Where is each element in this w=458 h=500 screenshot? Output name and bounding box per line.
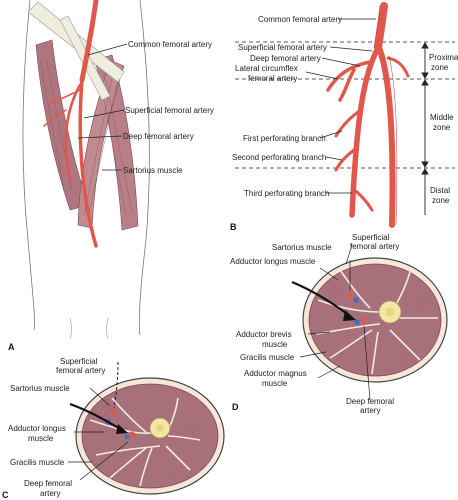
common-femoral-artery-b bbox=[374, 2, 388, 52]
access-path-c bbox=[113, 361, 119, 409]
label-sartorius-a: Sartorius muscle bbox=[123, 166, 183, 175]
panel-d: Superficial femoral artery Sartorius mus… bbox=[230, 233, 448, 415]
label-adductor-magnus-d-2: muscle bbox=[262, 379, 288, 388]
deep-femoral-vein-d bbox=[354, 319, 360, 325]
deep-femoral-artery-d bbox=[361, 317, 367, 323]
label-adductor-brevis-d-1: Adductor brevis bbox=[236, 330, 292, 339]
muscle-compartment-c bbox=[81, 383, 219, 489]
femur-marrow-d bbox=[385, 307, 395, 317]
fascial-septa-d bbox=[315, 269, 438, 375]
arterial-tree-b bbox=[326, 2, 410, 228]
label-deep-d-1: Deep femoral bbox=[346, 397, 394, 406]
label-adductor-longus-d: Adductor longus muscle bbox=[230, 257, 316, 266]
second-perforating-b bbox=[334, 148, 356, 172]
label-deep-c-2: artery bbox=[40, 489, 60, 498]
zone-arrows bbox=[421, 42, 429, 215]
label-adductor-longus-c-2: muscle bbox=[28, 434, 54, 443]
label-superficial-d-1: Superficial bbox=[352, 233, 390, 242]
label-deep-c-1: Deep femoral bbox=[24, 479, 72, 488]
panel-letter-d: D bbox=[232, 402, 239, 412]
label-superficial-c-2: femoral artery bbox=[56, 366, 105, 375]
superficial-femoral-artery-d bbox=[347, 293, 353, 299]
artery-outline-b bbox=[373, 5, 398, 226]
deep-femoral-vein-c bbox=[124, 434, 130, 440]
approach-arrowhead-d bbox=[343, 310, 356, 321]
muscle-compartment-d bbox=[308, 263, 442, 377]
label-common-femoral-b: Common femoral artery bbox=[258, 15, 342, 24]
superficial-femoral-artery-b bbox=[377, 47, 396, 228]
label-adductor-magnus-d-1: Adductor magnus bbox=[244, 369, 307, 378]
label-adductor-brevis-d-2: muscle bbox=[262, 340, 288, 349]
label-superficial-c-1: Superficial bbox=[60, 357, 98, 366]
sartorius-muscle bbox=[77, 59, 125, 229]
third-perforating-b bbox=[350, 186, 374, 212]
label-second-perforating: Second perforating branch bbox=[232, 153, 326, 162]
superficial-femoral-artery-a bbox=[78, 78, 98, 248]
label-deep-d-2: artery bbox=[360, 406, 380, 415]
approach-arrowhead-c bbox=[116, 424, 128, 434]
femur-marrow-c bbox=[156, 424, 164, 432]
panel-letter-b: B bbox=[230, 222, 237, 232]
label-superficial-femoral-b: Superficial femoral artery bbox=[238, 43, 327, 52]
label-gracilis-d: Gracilis muscle bbox=[240, 353, 295, 362]
label-superficial-femoral-a: Superficial femoral artery bbox=[125, 106, 214, 115]
deep-femoral-artery-c bbox=[129, 431, 135, 437]
panel-letter-a: A bbox=[8, 342, 15, 352]
label-lateral-circumflex-1: Lateral circumflex bbox=[235, 64, 298, 73]
lateral-circumflex-b bbox=[326, 60, 372, 102]
muscle-texture-d bbox=[329, 283, 429, 365]
label-deep-femoral-a: Deep femoral artery bbox=[123, 132, 194, 141]
medial-branch-b bbox=[386, 56, 410, 78]
superficial-femoral-artery-c bbox=[110, 409, 116, 415]
panel-letter-c: C bbox=[2, 490, 9, 500]
zone-distal-2: zone bbox=[432, 196, 450, 205]
first-perforating-b bbox=[334, 110, 360, 138]
label-common-femoral-a: Common femoral artery bbox=[128, 40, 212, 49]
common-femoral-artery-a bbox=[79, 0, 99, 83]
panel-c: Superficial femoral artery Sartorius mus… bbox=[2, 357, 225, 500]
label-adductor-longus-c-1: Adductor longus bbox=[8, 424, 66, 433]
panel-a: Common femoral artery Superficial femora… bbox=[8, 0, 214, 352]
knee-outline bbox=[69, 317, 109, 339]
label-sartorius-c: Sartorius muscle bbox=[10, 384, 70, 393]
muscle-texture-c bbox=[99, 403, 199, 479]
zone-middle-2: zone bbox=[433, 123, 451, 132]
label-superficial-d-2: femoral artery bbox=[350, 242, 399, 251]
label-gracilis-c: Gracilis muscle bbox=[10, 458, 65, 467]
thigh-outline bbox=[22, 0, 150, 336]
zone-proximal-2: zone bbox=[431, 63, 449, 72]
femoral-vein-d bbox=[353, 297, 359, 303]
label-third-perforating: Third perforating branch bbox=[244, 189, 329, 198]
circumflex-branch-a bbox=[43, 89, 81, 127]
label-sartorius-d: Sartorius muscle bbox=[272, 243, 332, 252]
label-lateral-circumflex-2: femoral artery bbox=[248, 74, 297, 83]
zone-distal-1: Distal bbox=[430, 186, 450, 195]
zone-middle-1: Middle bbox=[430, 113, 454, 122]
panel-b: Proximal zone Middle zone Distal zone bbox=[230, 2, 458, 232]
label-deep-femoral-b: Deep femoral artery bbox=[250, 54, 321, 63]
label-first-perforating: First perforating branch bbox=[243, 134, 326, 143]
zone-proximal-1: Proximal bbox=[429, 53, 458, 62]
